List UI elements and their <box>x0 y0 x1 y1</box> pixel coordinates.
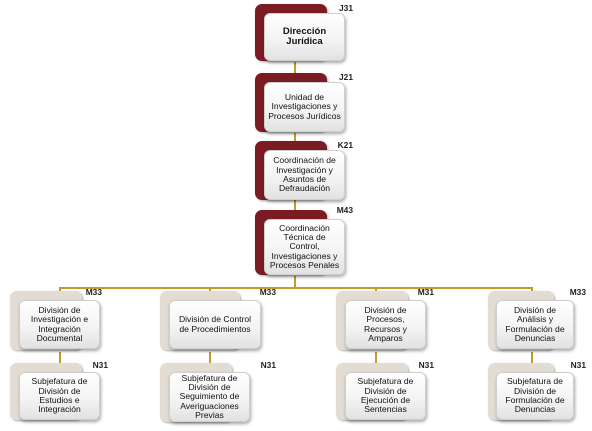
node-label: Coordinación Técnica de Control, Investi… <box>269 222 340 270</box>
connector-k21-m43 <box>294 200 296 214</box>
node-code: M43 <box>336 205 353 215</box>
node-label: División de Análisis y Formulación de De… <box>505 304 565 343</box>
connector-m43-bus <box>294 276 296 287</box>
node-code: M31 <box>417 287 434 297</box>
node-code: N31 <box>570 360 586 370</box>
node-subjefatura-seguimiento: Subjefatura de División de Seguimiento d… <box>160 361 276 425</box>
node-division-investigacion: División de Investigación e Integración … <box>10 287 110 353</box>
node-code: J31 <box>339 3 353 13</box>
node-subjefatura-estudios: Subjefatura de División de Estudios e In… <box>10 360 110 423</box>
node-code: J21 <box>339 72 353 82</box>
node-label: División de Control de Procedimientos <box>178 314 252 334</box>
node-division-procesos: División de Procesos, Recursos y Amparos… <box>336 287 436 353</box>
node-division-analisis: División de Análisis y Formulación de De… <box>488 288 586 353</box>
connector-j31-j21 <box>294 62 296 76</box>
node-code: M33 <box>85 287 102 297</box>
node-label: División de Procesos, Recursos y Amparos <box>364 304 407 343</box>
node-label: Coordinación de Investigación y Asuntos … <box>273 155 336 194</box>
connector-j21-k21 <box>294 133 296 145</box>
node-code: N31 <box>260 360 276 370</box>
node-code: N31 <box>418 360 434 370</box>
connector-div2-sub2 <box>209 352 211 365</box>
node-label: Unidad de Investigaciones y Procesos Jur… <box>268 92 341 121</box>
node-code: M33 <box>569 287 586 297</box>
node-code: K21 <box>337 140 353 150</box>
node-label: División de Investigación e Integración … <box>30 304 89 343</box>
connector-div3-sub3 <box>375 352 377 365</box>
connector-div1-sub1 <box>59 352 61 365</box>
node-direccion-juridica: Dirección Jurídica J31 <box>255 4 355 64</box>
node-label: Subjefatura de División de Ejecución de … <box>357 376 414 415</box>
node-subjefatura-formulacion: Subjefatura de División de Formulación d… <box>488 361 586 423</box>
node-subjefatura-ejecucion: Subjefatura de División de Ejecución de … <box>336 360 436 423</box>
node-label: Dirección Jurídica <box>282 25 327 47</box>
node-code: M33 <box>259 287 276 297</box>
node-division-control: División de Control de Procedimientos M3… <box>160 288 276 353</box>
node-label: Subjefatura de División de Seguimiento d… <box>179 372 240 420</box>
node-label: Subjefatura de División de Estudios e In… <box>31 376 88 415</box>
node-unidad-investigaciones: Unidad de Investigaciones y Procesos Jur… <box>255 73 355 135</box>
connector-div4-sub4 <box>531 352 533 365</box>
node-code: N31 <box>92 360 108 370</box>
node-label: Subjefatura de División de Formulación d… <box>505 376 565 415</box>
node-coordinacion-tecnica: Coordinación Técnica de Control, Investi… <box>255 206 355 278</box>
connector-bus <box>59 287 533 289</box>
node-coordinacion-defraudacion: Coordinación de Investigación y Asuntos … <box>255 141 355 203</box>
